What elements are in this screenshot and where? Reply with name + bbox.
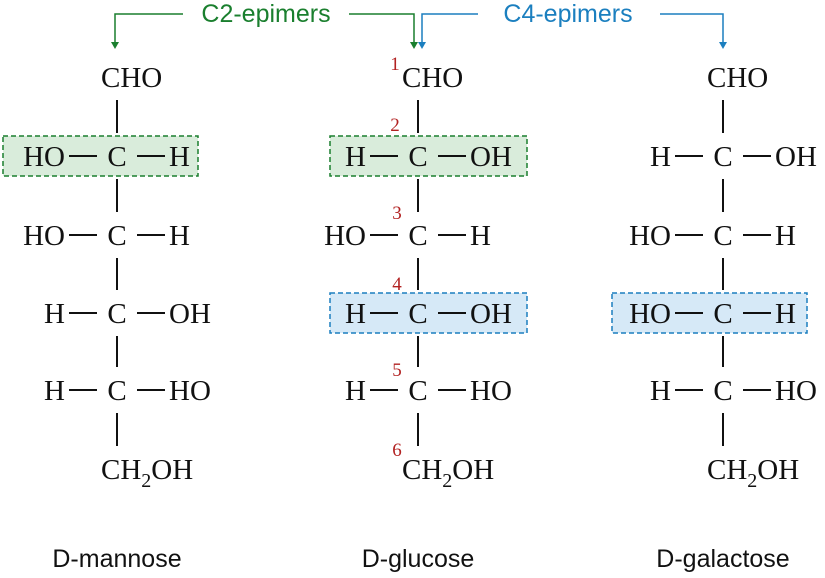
hydroxymethyl-tail: OH (757, 454, 799, 486)
c4-epimer-arrow-left (421, 13, 478, 42)
carbon-atom-d-mannose: C (107, 298, 126, 330)
carbon-atom-d-galactose: C (713, 375, 732, 407)
hydroxymethyl-subscript: 2 (442, 470, 452, 492)
carbon-number-2: 2 (390, 115, 400, 136)
molecule-name-d-mannose: D-mannose (52, 545, 181, 573)
substituent-right-d-glucose: H (470, 220, 491, 252)
substituent-right-d-glucose: HO (470, 375, 512, 407)
hydroxymethyl-main: CH (101, 454, 141, 486)
substituent-right-d-glucose: OH (470, 141, 512, 173)
carbon-number-6: 6 (392, 440, 402, 461)
hydroxymethyl-group-d-glucose: CH2OH (402, 454, 494, 492)
c4-highlight-box-d-glucose (329, 292, 528, 334)
highlight-boxes-layer (2, 135, 808, 334)
carbon-atom-d-glucose: C (408, 220, 427, 252)
c2-epimer-arrow-right (349, 13, 415, 42)
c4-epimer-arrow-right (660, 13, 724, 42)
substituent-left-d-galactose: HO (629, 298, 671, 330)
carbon-atom-d-galactose: C (713, 141, 732, 173)
substituent-right-d-glucose: OH (470, 298, 512, 330)
aldehyde-group-d-mannose: CHO (101, 62, 162, 94)
carbon-atom-d-mannose: C (107, 141, 126, 173)
substituent-right-d-mannose: OH (169, 298, 211, 330)
hydroxymethyl-main: CH (402, 454, 442, 486)
substituent-left-d-galactose: HO (629, 220, 671, 252)
substituent-right-d-galactose: H (775, 220, 796, 252)
c2-arrowhead-mannose (111, 42, 119, 49)
carbon-atom-d-galactose: C (713, 298, 732, 330)
molecule-name-d-glucose: D-glucose (362, 545, 475, 573)
carbon-number-1: 1 (390, 54, 400, 75)
bonds-layer (69, 100, 771, 446)
substituent-left-d-galactose: H (650, 141, 671, 173)
substituent-left-d-galactose: H (650, 375, 671, 407)
epimer-arrows-layer (111, 13, 727, 49)
carbon-atom-d-glucose: C (408, 375, 427, 407)
carbon-atom-d-mannose: C (107, 220, 126, 252)
hydroxymethyl-subscript: 2 (141, 470, 151, 492)
carbon-atom-d-galactose: C (713, 220, 732, 252)
substituent-left-d-mannose: H (44, 298, 65, 330)
substituent-left-d-mannose: HO (23, 141, 65, 173)
carbon-number-3: 3 (392, 203, 402, 224)
c4-epimers-label: C4-epimers (503, 0, 632, 28)
substituent-right-d-galactose: HO (775, 375, 817, 407)
carbon-atom-d-glucose: C (408, 141, 427, 173)
substituent-right-d-mannose: H (169, 141, 190, 173)
substituent-right-d-mannose: HO (169, 375, 211, 407)
substituent-left-d-glucose: H (345, 141, 366, 173)
c2-epimer-arrow-left (114, 13, 183, 42)
c2-epimers-label: C2-epimers (201, 0, 330, 28)
substituent-right-d-galactose: H (775, 298, 796, 330)
hydroxymethyl-group-d-galactose: CH2OH (707, 454, 799, 492)
substituent-left-d-glucose: H (345, 298, 366, 330)
aldehyde-group-d-galactose: CHO (707, 62, 768, 94)
carbon-atom-d-glucose: C (408, 298, 427, 330)
substituent-left-d-mannose: HO (23, 220, 65, 252)
molecule-name-d-galactose: D-galactose (656, 545, 789, 573)
hydroxymethyl-group-d-mannose: CH2OH (101, 454, 193, 492)
hydroxymethyl-tail: OH (151, 454, 193, 486)
c2-highlight-box-d-mannose (2, 135, 199, 177)
c4-highlight-box-d-galactose (611, 292, 808, 334)
carbon-atom-d-mannose: C (107, 375, 126, 407)
hydroxymethyl-main: CH (707, 454, 747, 486)
c4-arrowhead-glucose (418, 42, 426, 49)
substituent-left-d-glucose: HO (324, 220, 366, 252)
c2-highlight-box-d-glucose (329, 135, 528, 177)
hydroxymethyl-tail: OH (452, 454, 494, 486)
substituent-right-d-mannose: H (169, 220, 190, 252)
carbon-number-5: 5 (392, 360, 402, 381)
aldehyde-group-d-glucose: CHO (402, 62, 463, 94)
c4-arrowhead-galactose (719, 42, 727, 49)
carbon-number-4: 4 (392, 274, 402, 295)
substituent-left-d-glucose: H (345, 375, 366, 407)
substituent-right-d-galactose: OH (775, 141, 817, 173)
hydroxymethyl-subscript: 2 (747, 470, 757, 492)
substituent-left-d-mannose: H (44, 375, 65, 407)
c2-arrowhead-glucose (410, 42, 418, 49)
